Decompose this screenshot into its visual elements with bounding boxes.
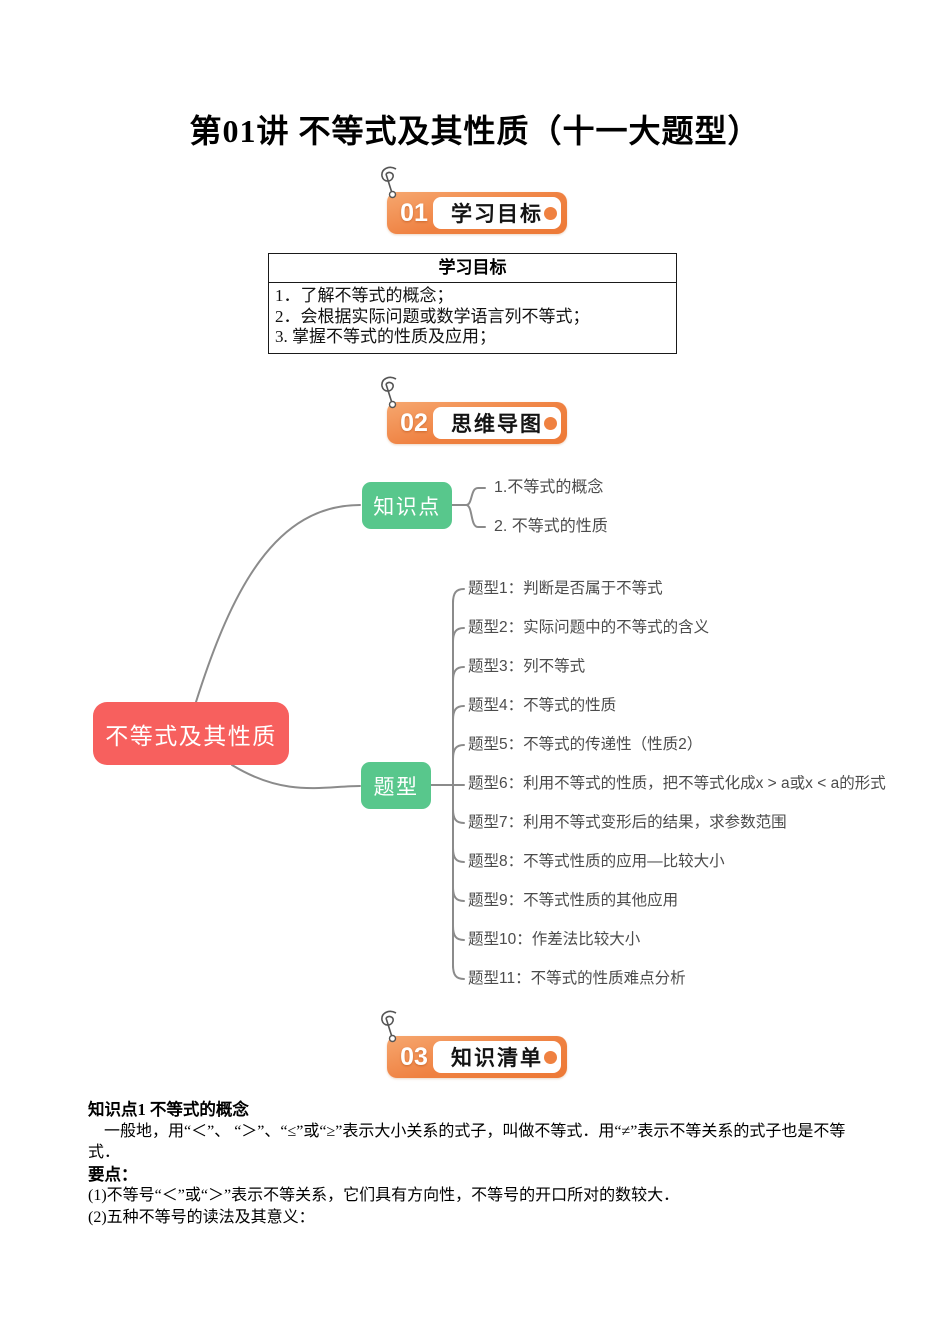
section-number: 03 <box>400 1042 428 1071</box>
section-number: 02 <box>400 408 428 437</box>
mindmap-leaf-type4: 题型4：不等式的性质 <box>468 697 617 714</box>
notch-decoration <box>544 1050 557 1064</box>
mindmap-leaf-type9: 题型9：不等式性质的其他应用 <box>468 892 679 909</box>
objective-item: 3. 掌握不等式的性质及应用； <box>275 327 496 346</box>
mindmap-branch-types: 题型 <box>361 762 431 809</box>
section-title: 思维导图 <box>451 413 543 436</box>
section-label-box: 知识清单 <box>433 1041 561 1073</box>
objective-item: 2．会根据实际问题或数学语言列不等式； <box>275 306 590 326</box>
mindmap-leaf-type8: 题型8：不等式性质的应用—比较大小 <box>468 853 725 870</box>
mindmap-leaf-type7: 题型7：利用不等式变形后的结果，求参数范围 <box>468 814 787 831</box>
knowledge-heading: 知识点1 不等式的概念 <box>88 1100 249 1119</box>
mindmap-leaf-type3: 题型3：列不等式 <box>468 658 586 675</box>
pin-icon <box>381 166 397 199</box>
mindmap-root-node: 不等式及其性质 <box>93 702 289 765</box>
mindmap-leaf-type10: 题型10：作差法比较大小 <box>468 931 641 948</box>
notch-decoration <box>544 416 557 430</box>
mindmap-leaf-property: 2. 不等式的性质 <box>494 518 608 535</box>
mindmap-leaf-type11: 题型11：不等式的性质难点分析 <box>468 970 686 987</box>
objectives-table-body: 1．了解不等式的概念； 2．会根据实际问题或数学语言列不等式； 3. 掌握不等式… <box>269 283 676 353</box>
section-title: 学习目标 <box>451 203 543 226</box>
section-title: 知识清单 <box>451 1047 543 1070</box>
notch-decoration <box>544 206 557 220</box>
section-badge-03: 03 知识清单 <box>381 1010 567 1078</box>
section-badge-01: 01 学习目标 <box>381 166 567 234</box>
mindmap-leaf-concept: 1.不等式的概念 <box>494 479 604 496</box>
pin-icon <box>381 376 397 409</box>
section-label-box: 思维导图 <box>433 407 561 439</box>
objective-item: 1．了解不等式的概念； <box>275 286 454 305</box>
mindmap-branch-knowledge: 知识点 <box>362 482 452 529</box>
page-title: 第01讲 不等式及其性质（十一大题型） <box>189 113 761 149</box>
mindmap-leaf-type5: 题型5：不等式的传递性（性质2） <box>468 736 703 753</box>
mindmap-leaf-type6: 题型6：利用不等式的性质，把不等式化成x > a或x < a的形式 <box>468 775 886 792</box>
objectives-table: 学习目标 1．了解不等式的概念； 2．会根据实际问题或数学语言列不等式； 3. … <box>268 253 677 354</box>
knowledge-section: 知识点1 不等式的概念 一般地，用“＜”、 “＞”、“≤”或“≥”表示大小关系的… <box>88 1099 872 1228</box>
knowledge-paragraph: 一般地，用“＜”、 “＞”、“≤”或“≥”表示大小关系的式子，叫做不等式．用“≠… <box>88 1122 846 1162</box>
objectives-table-header: 学习目标 <box>269 254 676 283</box>
key-points-label: 要点： <box>88 1164 138 1184</box>
section-label-box: 学习目标 <box>433 197 561 229</box>
mindmap-leaf-type2: 题型2：实际问题中的不等式的含义 <box>468 619 710 636</box>
section-badge-02: 02 思维导图 <box>381 376 567 444</box>
key-point-1: (1)不等号“＜”或“＞”表示不等关系，它们具有方向性，不等号的开口所对的数较大… <box>88 1187 680 1204</box>
mindmap-leaf-type1: 题型1：判断是否属于不等式 <box>468 580 663 597</box>
pin-icon <box>381 1010 397 1043</box>
section-number: 01 <box>400 198 428 227</box>
key-point-2: (2)五种不等号的读法及其意义： <box>88 1208 315 1226</box>
